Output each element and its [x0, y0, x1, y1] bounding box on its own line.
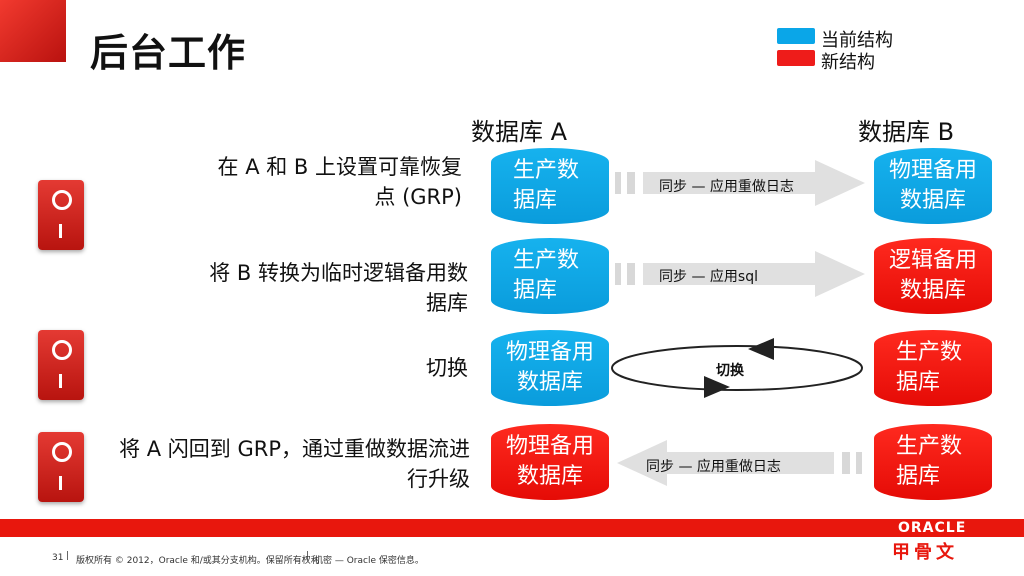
step-description: 在 A 和 B 上设置可靠恢复点 (GRP) — [217, 155, 462, 209]
database-a-label: 生产数据库 — [513, 248, 580, 303]
switch-on-mark — [52, 190, 72, 210]
sync-arrow-right — [615, 160, 865, 206]
database-a-cylinder: 生产数据库 — [491, 148, 609, 224]
sync-arrow-label: 同步 — 应用重做日志 — [659, 179, 794, 195]
switch-on-mark — [52, 340, 72, 360]
page-title: 后台工作 — [90, 31, 247, 75]
legend-label-new: 新结构 — [821, 52, 875, 73]
database-b-label: 逻辑备用数据库 — [888, 248, 977, 303]
oracle-chinese-logo: 甲骨文 — [892, 542, 958, 563]
database-b-cylinder: 物理备用数据库 — [874, 148, 992, 224]
page-number: 31 — [52, 553, 64, 563]
database-a-label: 物理备用数据库 — [505, 340, 594, 395]
sync-arrow-right — [615, 251, 865, 297]
db-a-header: 数据库 A — [471, 118, 568, 146]
switch-off-mark — [59, 476, 62, 490]
database-a-label: 物理备用数据库 — [505, 434, 594, 489]
database-a-cylinder: 物理备用数据库 — [491, 424, 609, 500]
database-b-label: 物理备用数据库 — [888, 158, 977, 213]
sync-arrow-left — [617, 440, 862, 486]
footer-red-band — [0, 519, 1024, 537]
footer-separator: | — [306, 551, 310, 561]
database-a-label: 生产数据库 — [513, 158, 580, 213]
step-description: 切换 — [426, 356, 468, 380]
footer-separator: | — [66, 551, 70, 561]
db-b-header: 数据库 B — [858, 118, 955, 146]
database-b-cylinder: 逻辑备用数据库 — [874, 238, 992, 314]
power-switch-icon — [38, 432, 84, 502]
step-description: 将 A 闪回到 GRP，通过重做数据流进行升级 — [119, 437, 470, 491]
database-b-label: 生产数据库 — [896, 340, 963, 395]
switchover-label: 切换 — [716, 363, 744, 379]
legend-swatch-current — [777, 28, 815, 44]
legend-label-current: 当前结构 — [821, 30, 893, 51]
database-b-label: 生产数据库 — [896, 434, 963, 489]
oracle-logo: ORACLE — [898, 520, 967, 536]
database-b-cylinder: 生产数据库 — [874, 424, 992, 500]
switchover-cycle-icon — [611, 338, 863, 398]
power-switch-icon — [38, 330, 84, 400]
corner-accent — [0, 0, 66, 62]
switch-off-mark — [59, 374, 62, 388]
legend-swatch-new — [777, 50, 815, 66]
confidential-text: 机密 — Oracle 保密信息。 — [314, 556, 424, 566]
switch-off-mark — [59, 224, 62, 238]
power-switch-icon — [38, 180, 84, 250]
database-a-cylinder: 物理备用数据库 — [491, 330, 609, 406]
database-b-cylinder: 生产数据库 — [874, 330, 992, 406]
switch-on-mark — [52, 442, 72, 462]
sync-arrow-label: 同步 — 应用重做日志 — [646, 459, 781, 475]
step-description: 将 B 转换为临时逻辑备用数据库 — [209, 261, 468, 315]
database-a-cylinder: 生产数据库 — [491, 238, 609, 314]
sync-arrow-label: 同步 — 应用sql — [659, 269, 758, 285]
copyright-text: 版权所有 © 2012，Oracle 和/或其分支机构。保留所有权利 — [76, 556, 320, 566]
